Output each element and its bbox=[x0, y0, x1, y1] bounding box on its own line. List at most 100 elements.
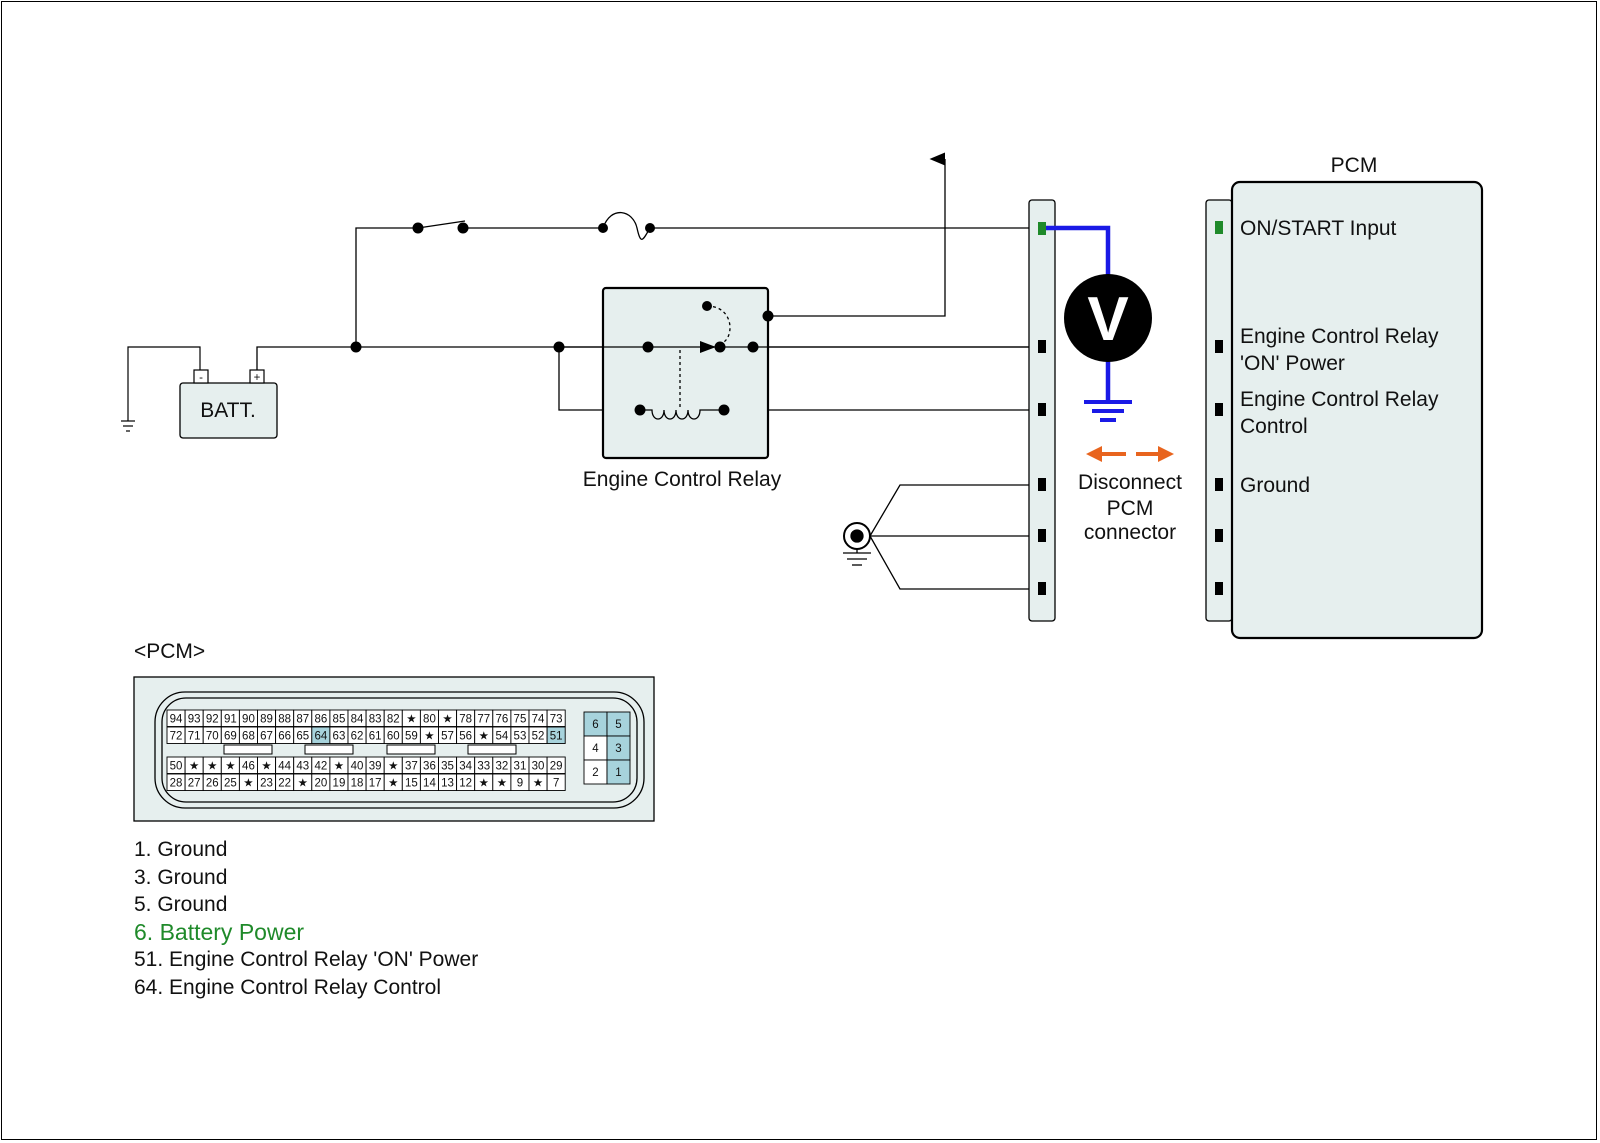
connector-pin-label: 7 bbox=[553, 778, 559, 790]
pcm-pin-label: ON/START Input bbox=[1240, 217, 1397, 240]
connector-pin-label: 17 bbox=[369, 778, 382, 790]
connector-pin-label: ★ bbox=[207, 761, 217, 773]
connector-pin-label: 13 bbox=[441, 778, 454, 790]
connector-pin-label: 36 bbox=[423, 761, 436, 773]
pcm-title: PCM bbox=[1331, 154, 1378, 177]
connector-pin-label: 84 bbox=[351, 714, 364, 726]
pcm-pin-label: Engine Control Relay bbox=[1240, 388, 1439, 411]
connector-pin-label: 76 bbox=[495, 714, 508, 726]
connector-pin-label: 60 bbox=[387, 731, 400, 743]
connector-pin-label: 67 bbox=[260, 731, 273, 743]
connector-pin-label: 19 bbox=[333, 778, 346, 790]
connector-pin-label: 85 bbox=[333, 714, 346, 726]
connector-pin-label: 61 bbox=[369, 731, 382, 743]
connector-pin-label: 28 bbox=[170, 778, 183, 790]
connector-side-pin-label: 3 bbox=[615, 743, 621, 755]
connector-pin-label: 57 bbox=[441, 731, 454, 743]
connector-pin-label: ★ bbox=[479, 731, 489, 743]
voltmeter-symbol: V bbox=[1087, 285, 1128, 354]
pcm-pin-markers bbox=[1215, 221, 1223, 595]
pin-list-item: 64. Engine Control Relay Control bbox=[134, 975, 442, 999]
pcm-pin-label: Engine Control Relay bbox=[1240, 325, 1439, 348]
connector-pin-label: 52 bbox=[532, 731, 545, 743]
connector-pin-label: 78 bbox=[459, 714, 472, 726]
connector-pin-label: 56 bbox=[459, 731, 472, 743]
pcm-pin-marker bbox=[1215, 582, 1223, 595]
connector-pin-label: 26 bbox=[206, 778, 219, 790]
connector-pin-label: 66 bbox=[278, 731, 291, 743]
connector-pin-label: 40 bbox=[351, 761, 364, 773]
pcm-pin-label: Ground bbox=[1240, 474, 1310, 497]
relay-label: Engine Control Relay bbox=[583, 468, 782, 491]
connector-pin-label: 39 bbox=[369, 761, 382, 773]
connector-pin-label: 29 bbox=[550, 761, 563, 773]
pcm-pin-marker bbox=[1215, 340, 1223, 353]
fuse-icon bbox=[598, 223, 655, 233]
connector-pin-label: 46 bbox=[242, 761, 255, 773]
pin-list-item: 3. Ground bbox=[134, 865, 228, 889]
connector-pin-label: 42 bbox=[314, 761, 327, 773]
connector-pin-label: ★ bbox=[497, 778, 507, 790]
connector-pin-label: 51 bbox=[550, 731, 563, 743]
connector-pin-label: 44 bbox=[278, 761, 291, 773]
connector-pin-label: 35 bbox=[441, 761, 454, 773]
connector-pin-label: 91 bbox=[224, 714, 237, 726]
connector-pin-cell bbox=[546, 773, 566, 791]
double-arrow-icon bbox=[1086, 446, 1174, 462]
connector-pin-label: ★ bbox=[334, 761, 344, 773]
connector-pin-label: ★ bbox=[388, 761, 398, 773]
chassis-ground-icon bbox=[843, 484, 1035, 590]
connector-pin-label: 72 bbox=[170, 731, 183, 743]
connector-pin-cell bbox=[546, 726, 566, 744]
connector-pin-label: 63 bbox=[333, 731, 346, 743]
connector-pin-label: 12 bbox=[459, 778, 472, 790]
connector-pin-label: 88 bbox=[278, 714, 291, 726]
connector-pin-label: 65 bbox=[296, 731, 309, 743]
connector-pin-label: ★ bbox=[442, 714, 452, 726]
connector-pin-label: 68 bbox=[242, 731, 255, 743]
pcm-pin-marker bbox=[1215, 478, 1223, 491]
connector-pin-label: 53 bbox=[514, 731, 527, 743]
connector-pin-label: 93 bbox=[188, 714, 201, 726]
disconnect-line3: connector bbox=[1084, 521, 1176, 544]
ground-icon bbox=[121, 346, 201, 432]
connector-pin-label: 54 bbox=[495, 731, 508, 743]
pin-list-item: 51. Engine Control Relay 'ON' Power bbox=[134, 948, 479, 971]
connector-pin-label: 37 bbox=[405, 761, 418, 773]
switch-icon bbox=[412, 222, 469, 234]
disconnect-line1: Disconnect bbox=[1078, 471, 1182, 494]
connector-pin-label: 77 bbox=[477, 714, 490, 726]
pcm-pin-marker bbox=[1215, 403, 1223, 416]
connector-pin-label: 33 bbox=[477, 761, 490, 773]
connector-pin-label: ★ bbox=[479, 778, 489, 790]
pin-list-item: 6. Battery Power bbox=[134, 918, 305, 945]
engine-control-relay: Engine Control Relay bbox=[559, 286, 782, 491]
connector-pin-label: 59 bbox=[405, 731, 418, 743]
connector-pin-label: 74 bbox=[532, 714, 545, 726]
connector-pin-label: ★ bbox=[533, 778, 543, 790]
connector-pin-label: ★ bbox=[261, 761, 271, 773]
connector-pin-label: 92 bbox=[206, 714, 219, 726]
connector-pin-label: 70 bbox=[206, 731, 219, 743]
connector-pin-label: ★ bbox=[388, 778, 398, 790]
connector-pin-label: 50 bbox=[170, 761, 183, 773]
pcm-pin-label: Control bbox=[1240, 415, 1308, 438]
connector-pin-label: 34 bbox=[459, 761, 472, 773]
connector-pin-label: 71 bbox=[188, 731, 201, 743]
connector-pin-label: 86 bbox=[314, 714, 327, 726]
connector-pin-label: 82 bbox=[387, 714, 400, 726]
connector-pin-label: 9 bbox=[517, 778, 523, 790]
connector-pin-label: 83 bbox=[369, 714, 382, 726]
pin-list-item: 5. Ground bbox=[134, 893, 228, 916]
connector-pin-label: ★ bbox=[298, 778, 308, 790]
connector-pin-label: 22 bbox=[278, 778, 291, 790]
connector-side-pin-cell bbox=[606, 759, 631, 785]
battery: - + BATT. bbox=[179, 369, 278, 439]
connector-pin-label: 75 bbox=[514, 714, 527, 726]
